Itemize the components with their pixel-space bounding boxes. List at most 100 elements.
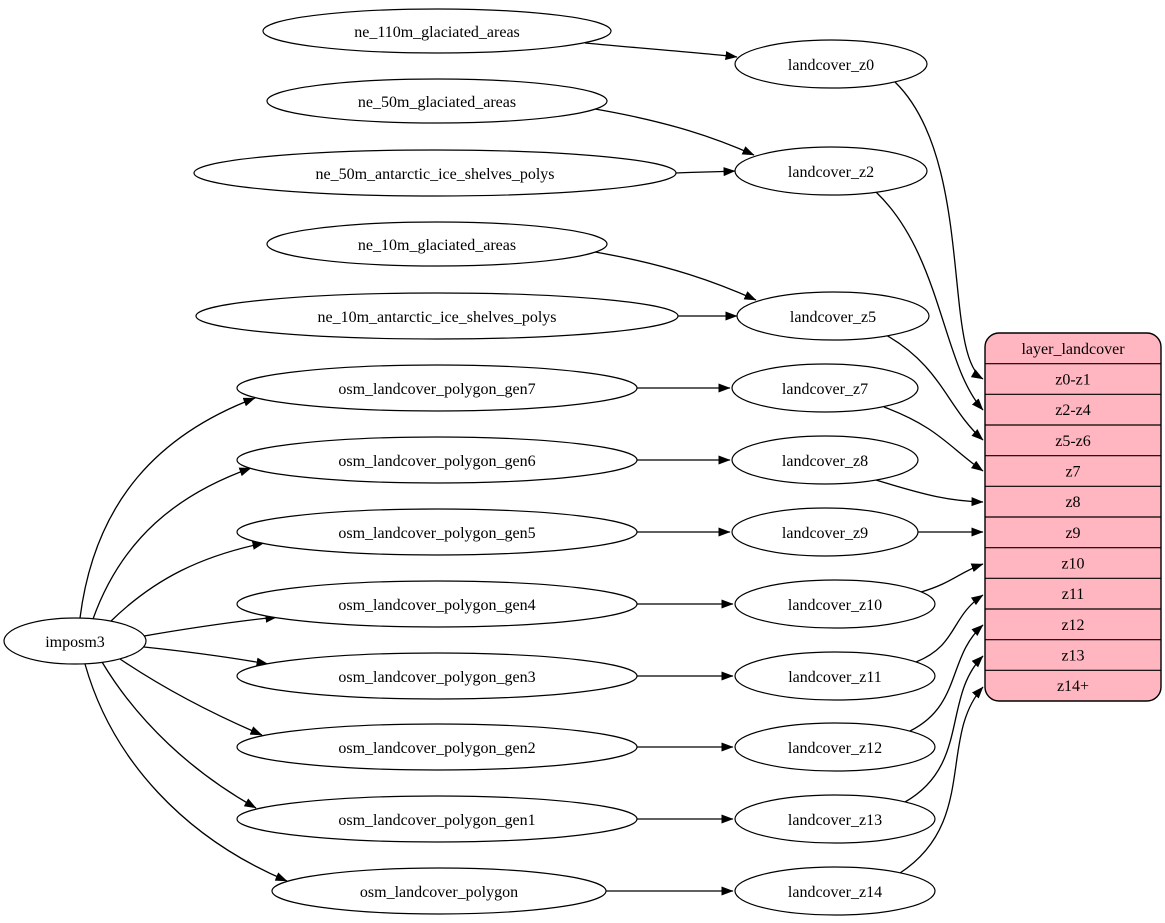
record-row-z7: z7: [1065, 464, 1080, 481]
node-shape: [236, 364, 638, 412]
node-osm_landcover_polygon: osm_landcover_polygon: [271, 867, 607, 915]
node-shape: [731, 435, 919, 485]
node-shape: [236, 723, 638, 771]
node-osm_landcover_polygon_gen1: osm_landcover_polygon_gen1: [236, 795, 638, 843]
node-label: ne_50m_antarctic_ice_shelves_polys: [315, 166, 554, 183]
node-shape: [734, 794, 936, 844]
node-shape: [734, 722, 936, 772]
node-label: landcover_z11: [788, 669, 882, 686]
node-landcover_z2: landcover_z2: [734, 146, 928, 196]
node-shape: [734, 866, 936, 916]
node-label: landcover_z10: [788, 597, 882, 614]
edge-imposm3-osm_landcover_polygon: [84, 663, 288, 882]
node-label: osm_landcover_polygon_gen3: [338, 669, 535, 686]
node-landcover_z8: landcover_z8: [731, 435, 919, 485]
edge-landcover_z13-row-z13: [904, 655, 984, 803]
edge-ne_110m_glaciated_areas-landcover_z0: [584, 42, 738, 61]
node-label: imposm3: [45, 634, 105, 651]
node-shape: [736, 291, 930, 341]
node-shape: [734, 146, 928, 196]
node-label: osm_landcover_polygon_gen1: [338, 812, 535, 829]
node-label: ne_110m_glaciated_areas: [354, 24, 520, 41]
node-shape: [3, 617, 147, 665]
node-landcover_z9: landcover_z9: [731, 507, 919, 557]
record-row-z9: z9: [1065, 525, 1080, 542]
node-osm_landcover_polygon_gen6: osm_landcover_polygon_gen6: [236, 436, 638, 484]
node-label: landcover_z0: [788, 57, 874, 74]
node-shape: [236, 652, 638, 700]
node-shape: [236, 795, 638, 843]
node-ne_50m_glaciated_areas: ne_50m_glaciated_areas: [266, 78, 608, 124]
edge-imposm3-osm_landcover_polygon_gen7: [79, 397, 256, 619]
node-label: osm_landcover_polygon_gen7: [338, 381, 535, 398]
node-label: osm_landcover_polygon_gen5: [338, 525, 535, 542]
node-shape: [236, 508, 638, 556]
node-shape: [262, 8, 612, 54]
edge-imposm3-osm_landcover_polygon_gen3: [143, 646, 269, 667]
node-label: landcover_z7: [782, 381, 868, 398]
node-shape: [731, 507, 919, 557]
record-title: layer_landcover: [1021, 341, 1125, 358]
record-row-z5-z6: z5-z6: [1055, 433, 1091, 450]
node-landcover_z0: landcover_z0: [734, 39, 928, 89]
node-landcover_z11: landcover_z11: [734, 651, 936, 701]
edge-imposm3-osm_landcover_polygon_gen1: [101, 661, 257, 809]
node-label: osm_landcover_polygon_gen4: [338, 597, 535, 614]
node-label: ne_10m_glaciated_areas: [358, 237, 516, 254]
node-label: osm_landcover_polygon: [360, 884, 518, 901]
record-row-z8: z8: [1065, 494, 1080, 511]
node-landcover_z10: landcover_z10: [734, 579, 936, 629]
edge-landcover_z8-row-z8: [875, 479, 984, 507]
node-osm_landcover_polygon_gen5: osm_landcover_polygon_gen5: [236, 508, 638, 556]
edge-imposm3-osm_landcover_polygon_gen6: [92, 467, 252, 620]
record-row-z0-z1: z0-z1: [1055, 372, 1091, 389]
record-row-z2-z4: z2-z4: [1055, 402, 1091, 419]
node-shape: [731, 363, 919, 413]
node-landcover_z5: landcover_z5: [736, 291, 930, 341]
edge-landcover_z12-row-z12: [909, 624, 984, 732]
node-ne_110m_glaciated_areas: ne_110m_glaciated_areas: [262, 8, 612, 54]
node-ne_50m_antarctic_ice_shelves_polys: ne_50m_antarctic_ice_shelves_polys: [193, 149, 677, 197]
node-shape: [195, 292, 679, 340]
edge-landcover_z0-row-z0-z1: [894, 81, 984, 380]
node-osm_landcover_polygon_gen2: osm_landcover_polygon_gen2: [236, 723, 638, 771]
edge-landcover_z5-row-z5-z6: [885, 334, 984, 441]
node-landcover_z14: landcover_z14: [734, 866, 936, 916]
node-shape: [734, 39, 928, 89]
record-row-z12: z12: [1061, 617, 1084, 634]
node-osm_landcover_polygon_gen7: osm_landcover_polygon_gen7: [236, 364, 638, 412]
edge-landcover_z14-row-z14plus: [899, 686, 984, 874]
edge-landcover_z10-row-z10: [920, 563, 984, 593]
node-label: landcover_z12: [788, 740, 882, 757]
node-label: osm_landcover_polygon_gen6: [338, 453, 535, 470]
node-shape: [266, 78, 608, 124]
edge-ne_10m_glaciated_areas-landcover_z5: [594, 251, 757, 301]
node-ne_10m_antarctic_ice_shelves_polys: ne_10m_antarctic_ice_shelves_polys: [195, 292, 679, 340]
record-row-z14plus: z14+: [1057, 678, 1089, 695]
edges-layer: [79, 42, 984, 896]
node-shape: [236, 580, 638, 628]
edge-landcover_z11-row-z11: [915, 594, 984, 663]
edge-landcover_z2-row-z2-z4: [875, 191, 984, 411]
node-shape: [193, 149, 677, 197]
node-imposm3: imposm3: [3, 617, 147, 665]
node-landcover_z13: landcover_z13: [734, 794, 936, 844]
node-shape: [734, 579, 936, 629]
node-label: landcover_z14: [788, 884, 882, 901]
edge-imposm3-osm_landcover_polygon_gen2: [119, 658, 263, 736]
node-label: landcover_z13: [788, 812, 882, 829]
edge-landcover_z7-row-z7: [883, 406, 984, 472]
node-landcover_z7: landcover_z7: [731, 363, 919, 413]
node-label: ne_10m_antarctic_ice_shelves_polys: [317, 309, 556, 326]
record-layer_landcover: layer_landcover z0-z1 z2-z4 z5-z6 z7 z8 …: [984, 332, 1162, 702]
record-row-z10: z10: [1061, 556, 1084, 573]
node-shape: [271, 867, 607, 915]
node-landcover_z12: landcover_z12: [734, 722, 936, 772]
node-label: ne_50m_glaciated_areas: [358, 94, 516, 111]
node-osm_landcover_polygon_gen4: osm_landcover_polygon_gen4: [236, 580, 638, 628]
record-row-z11: z11: [1062, 586, 1085, 603]
node-shape: [734, 651, 936, 701]
edge-ne_50m_antarctic_ice_shelves_polys-landcover_z2: [675, 167, 736, 177]
node-label: landcover_z2: [788, 164, 874, 181]
